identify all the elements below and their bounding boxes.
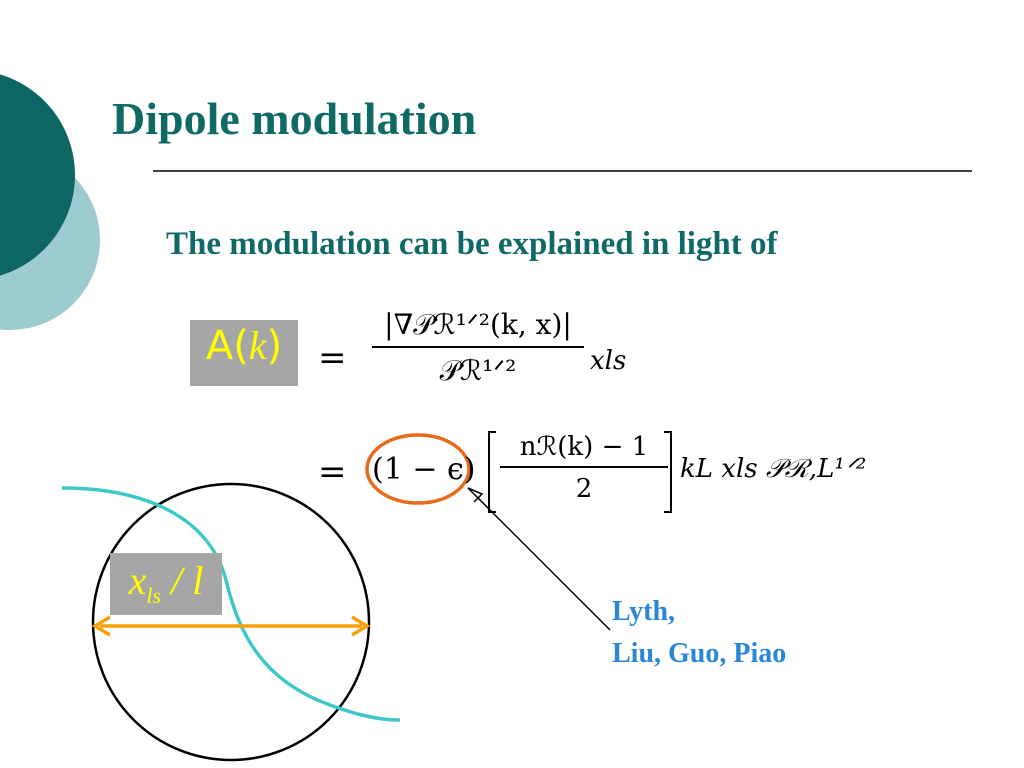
amplitude-label-box <box>190 320 298 386</box>
author-line-2: Liu, Guo, Piao <box>612 638 787 669</box>
amplitude-function: A <box>205 323 234 369</box>
diameter-arrowhead-right <box>351 615 371 637</box>
factor-xls: xls <box>590 346 627 376</box>
one-minus-epsilon: (1 − ϵ) <box>372 452 476 487</box>
diameter-arrowhead-left <box>91 615 111 637</box>
amplitude-label: A(k) <box>205 323 283 369</box>
xls-label: xls / l <box>110 557 222 609</box>
horizon-circle <box>91 482 371 762</box>
xls-label-main: x <box>128 558 147 603</box>
equation-tail: kL xls 𝒫ℛ,L¹ᐟ² <box>680 454 867 484</box>
pointer-arrowhead <box>467 487 484 503</box>
fraction-1: |∇𝒫ℛ¹ᐟ²(k, x)| 𝒫ℛ¹ᐟ² <box>372 308 584 388</box>
equals-sign-2: = <box>318 452 347 492</box>
wave-curve <box>61 486 401 722</box>
slide-subtitle: The modulation can be explained in light… <box>166 226 778 262</box>
square-brackets <box>488 431 672 513</box>
fraction-1-numerator: |∇𝒫ℛ¹ᐟ²(k, x)| <box>372 308 584 348</box>
fraction-1-denominator: 𝒫ℛ¹ᐟ² <box>439 354 517 387</box>
highlight-ellipse <box>365 433 471 505</box>
xls-label-rest: / l <box>161 558 204 603</box>
decor-dark-circle <box>0 74 75 276</box>
fraction-2: nℛ(k) − 1 2 <box>500 432 668 504</box>
fraction-2-numerator: nℛ(k) − 1 <box>500 432 668 468</box>
slide-title: Dipole modulation <box>112 93 477 144</box>
author-line-1: Lyth, <box>612 596 676 627</box>
equals-sign-1: = <box>318 338 347 378</box>
xls-label-sub: ls <box>146 583 162 608</box>
fraction-2-denominator: 2 <box>575 474 593 504</box>
xls-label-box <box>110 553 222 615</box>
amplitude-arg: k <box>248 323 267 368</box>
